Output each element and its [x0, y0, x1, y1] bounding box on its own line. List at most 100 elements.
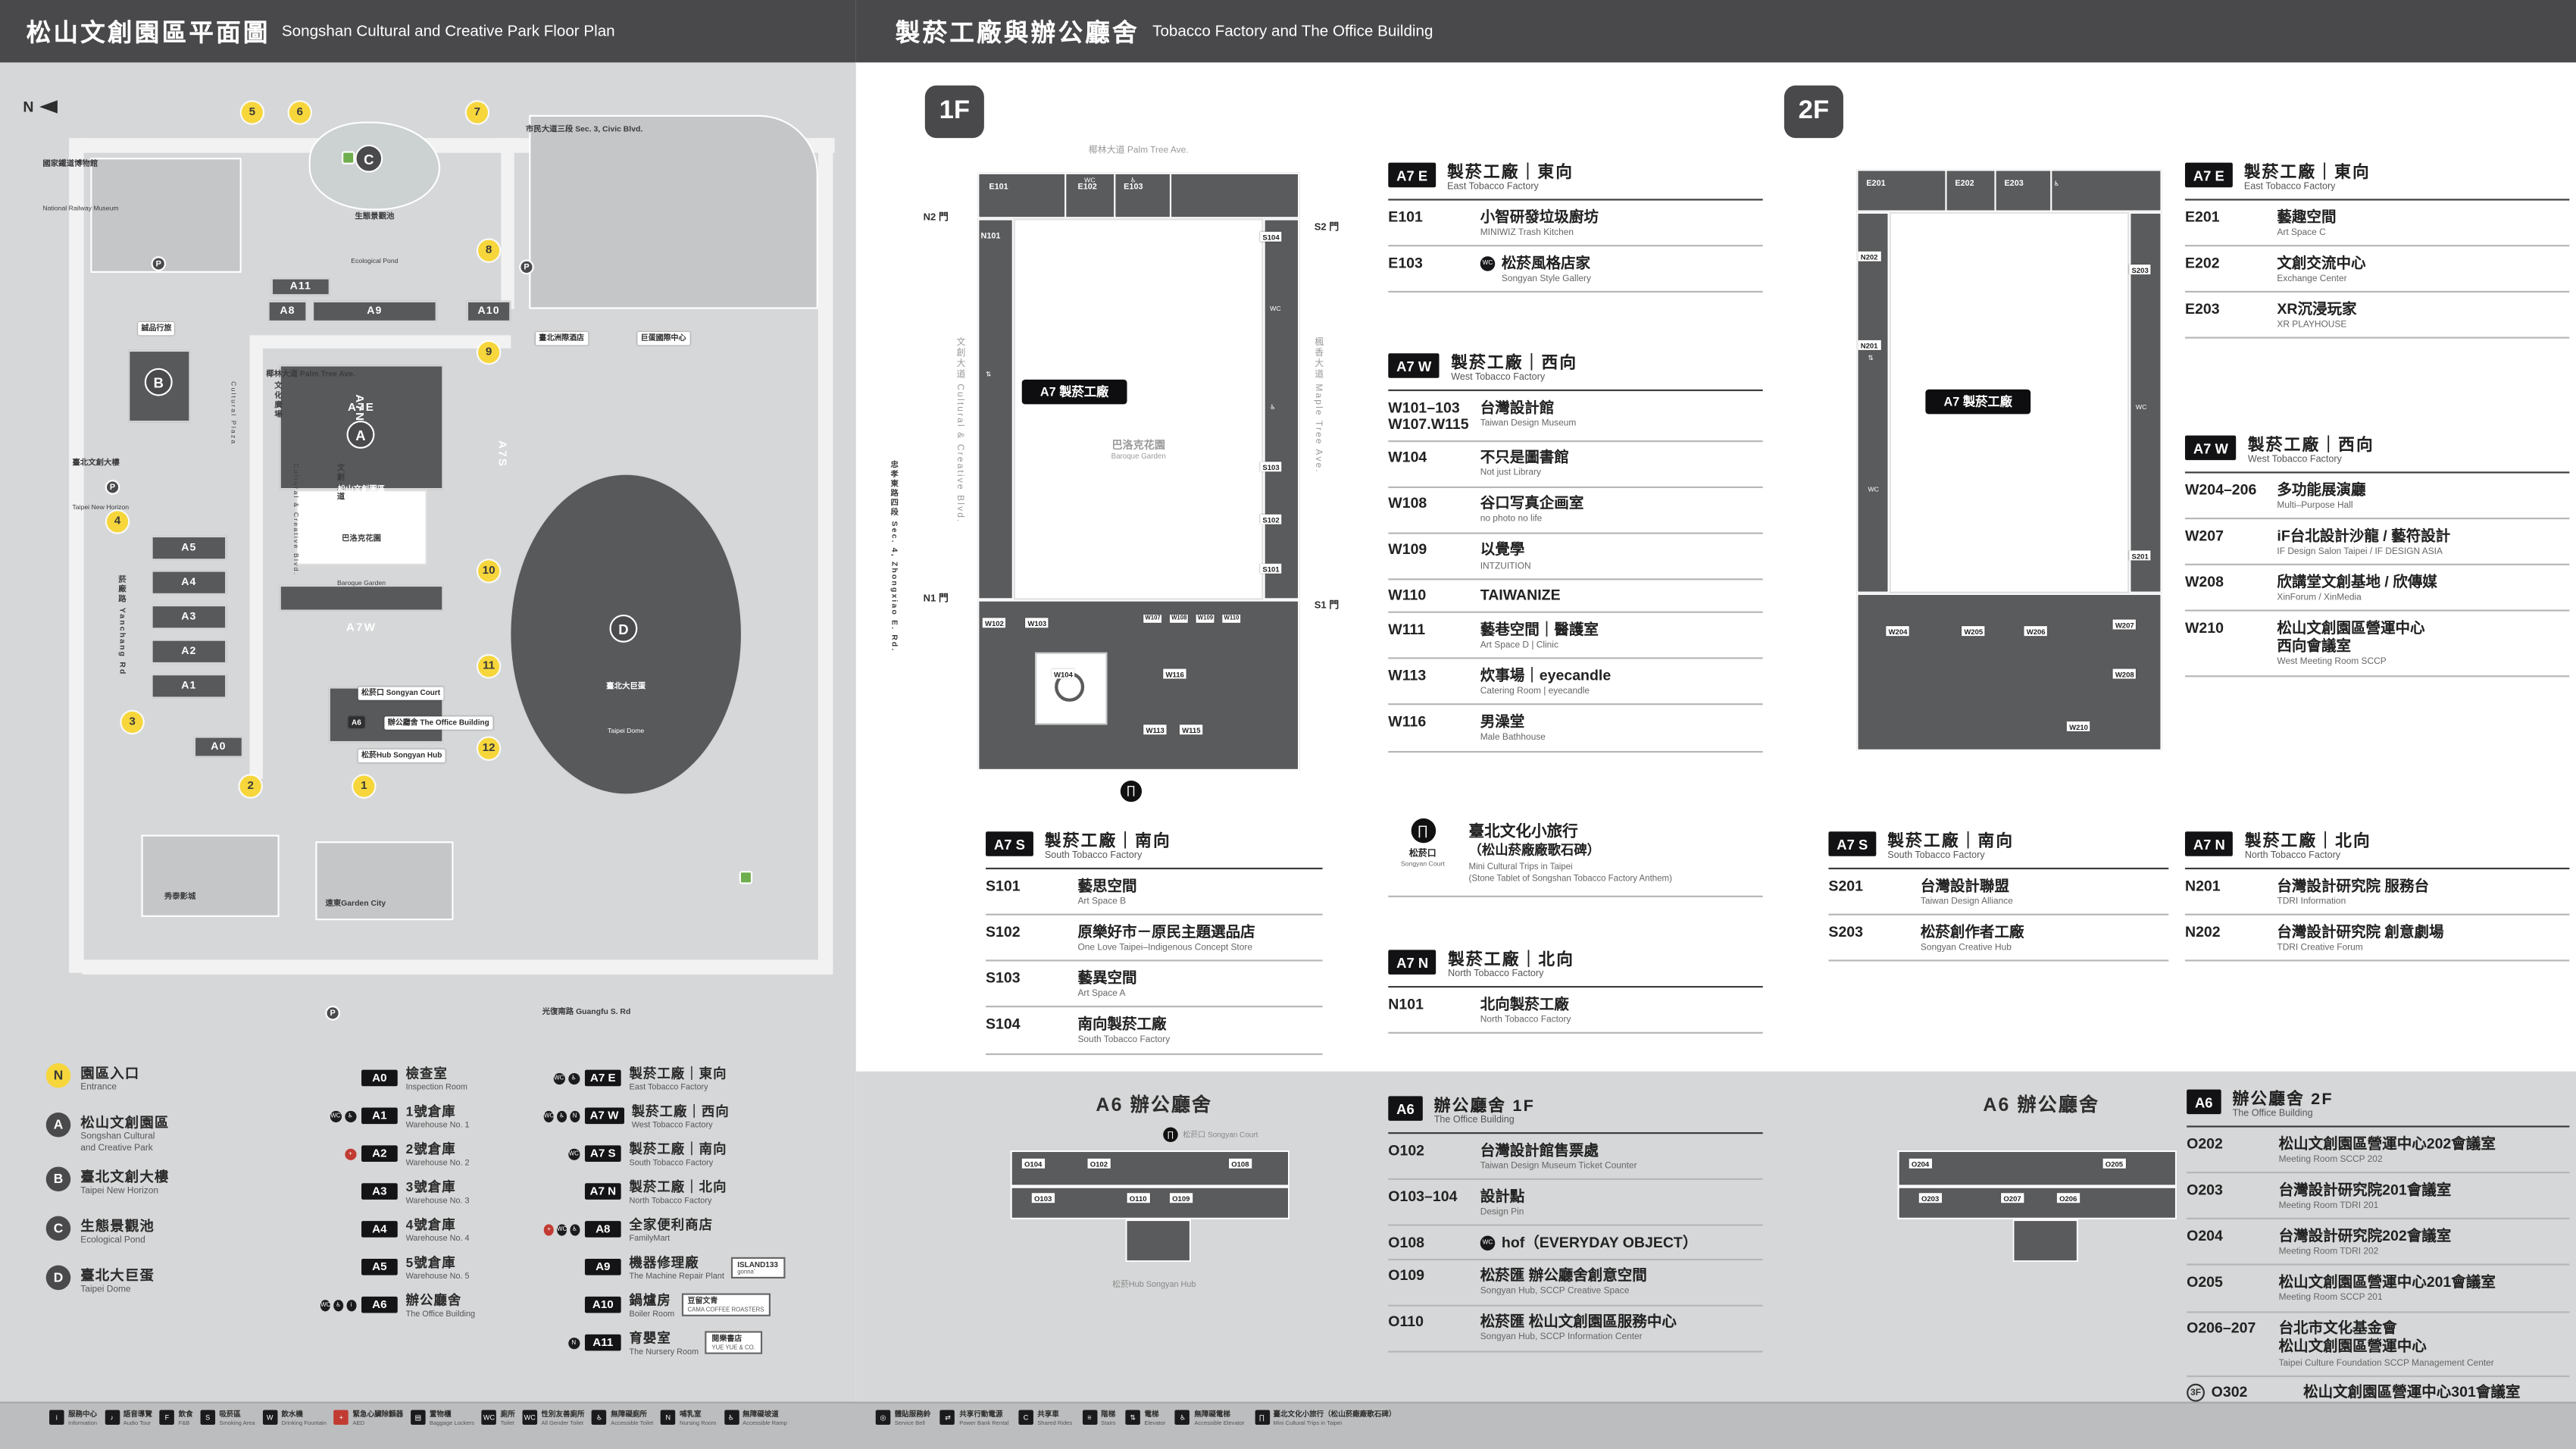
numbered-gate-pin: 5	[241, 102, 263, 124]
room-name-en: Meeting Room SCCP 202	[2278, 1154, 2383, 1165]
room-name: 藝思空間 Art Space B	[1077, 877, 1322, 908]
legend-building-row: A3 3號倉庫 Warehouse No. 3	[320, 1178, 475, 1206]
amenity-item: ♿ 無障礙坡道 Accessible Ramp	[724, 1410, 787, 1426]
room-label: O102	[1087, 1158, 1111, 1169]
amenity-icon: ≡	[1082, 1410, 1097, 1426]
room-code: E101	[1388, 208, 1423, 224]
building-name: 辦公廳舍 The Office Building	[406, 1291, 475, 1319]
amenity-icon: N	[569, 1109, 580, 1123]
room-name-zh: XR沉浸玩家	[2277, 300, 2357, 317]
amenity-item: ≡ 階梯 Stairs	[1082, 1410, 1116, 1426]
map-text-label: 國家鐵道博物館 National Railway Museum	[42, 128, 118, 245]
map-label-zh: A7W	[345, 622, 377, 635]
room-name-en: Art Space B	[1077, 897, 1127, 907]
amenity-label: 無障礙電梯 Accessible Elevator	[1194, 1410, 1244, 1426]
map-building: A9	[311, 300, 437, 323]
building-code-chip: A11	[584, 1335, 621, 1351]
amenity-label: 共享車 Shared Rides	[1037, 1410, 1072, 1426]
room-rows: S101 藝思空間 Art Space B S102 原樂好市－原民主題選品店 …	[986, 869, 1323, 1055]
amenity-item: ⇄ 共享行動電源 Power Bank Rental	[940, 1410, 1008, 1426]
legend-area-text: 松山文創園區 Songshan Cultural and Creative Pa…	[80, 1113, 169, 1155]
amenity-label-en: Toilet	[500, 1419, 514, 1427]
room-rows: W204–206 多功能展演廳 Multi–Purpose Hall W207 …	[2184, 473, 2570, 677]
map-label-en: Ecological Pond	[351, 256, 399, 265]
amenities-bar: i 服務中心 Information ♪ 語音導覽 Audio Tour F	[0, 1401, 2576, 1449]
room-label: W108	[1169, 614, 1189, 623]
section-title: 製菸工廠｜西向 West Tobacco Factory	[2248, 430, 2374, 465]
building-name: 製菸工廠｜東向 East Tobacco Factory	[629, 1064, 727, 1092]
songyan-court-en: Songyan Court	[1400, 859, 1445, 868]
map-label-zh: 生態景觀池	[355, 213, 395, 222]
building-code-chip: A9	[584, 1259, 621, 1276]
room-code: S101	[986, 876, 1021, 893]
section-title-en: East Tobacco Factory	[2243, 182, 2336, 192]
letter-area-pin: C	[355, 144, 383, 173]
building-name-en: East Tobacco Factory	[629, 1082, 708, 1093]
map-text-label: 臺北大巨蛋 Taipei Dome	[568, 651, 683, 768]
room-code: S102	[986, 922, 1021, 940]
room-label: W107	[1143, 614, 1162, 623]
room-name-zh: 台灣設計研究院201會議室	[2278, 1181, 2452, 1197]
amenity-item: WC 性別友善廁所 All Gender Toilet	[522, 1410, 585, 1426]
room-label: W116	[1163, 668, 1187, 679]
map-text-label: 遠東Garden City	[325, 868, 386, 976]
room-name-en: Art Space D | Clinic	[1480, 640, 1558, 651]
wall-divider	[1064, 172, 1066, 219]
amenity-label: 廁所 Toilet	[501, 1410, 515, 1426]
map-poi-label: 松菸口 Songyan Court	[358, 687, 444, 700]
building-name-zh: 鍋爐房	[629, 1292, 671, 1308]
section-title-zh: 製菸工廠｜西向	[1451, 355, 1578, 374]
building-name-zh: 製菸工廠｜西向	[631, 1103, 730, 1119]
map-text-label: 光復南路 Guangfu S. Rd	[542, 976, 631, 1084]
section-code-chip: A7 N	[2184, 831, 2234, 856]
building-name-zh: 檢查室	[405, 1066, 448, 1081]
room-name-en: XinForum / XinMedia	[2277, 593, 2362, 603]
room-name: 台灣設計研究院 創意劇場 TDRI Creative Forum	[2277, 923, 2569, 954]
amenity-label: 體貼服務鈴 Service Bell	[895, 1410, 931, 1426]
amenity-label-zh: 無障礙廁所	[611, 1410, 647, 1419]
letter-area-pin: A	[346, 421, 375, 449]
courtyard	[1013, 218, 1264, 600]
a6-plan-title: A6 辦公廳舍	[1983, 1096, 2100, 1116]
legend-building-row: A10 鍋爐房 Boiler Room 豆留文青 CAMA COFFEE ROA…	[544, 1291, 785, 1319]
amenity-icon: +	[344, 1147, 357, 1160]
amenity-icon: ∏	[1254, 1410, 1270, 1426]
room-label: E201	[1866, 179, 1886, 189]
section-title-en: The Office Building	[1433, 1116, 1515, 1126]
map-text-label: A7N	[284, 394, 397, 422]
amenity-label-zh: 服務中心	[67, 1410, 98, 1419]
room-name-en: INTZUITION	[1480, 561, 1531, 571]
room-code: N202	[2184, 922, 2221, 940]
wall-divider	[2050, 169, 2052, 212]
legend-area-zh: 臺北文創大樓	[80, 1168, 170, 1185]
north-wing	[977, 218, 1014, 600]
map-building-label: A10	[477, 305, 500, 318]
amenity-label-en: Power Bank Rental	[959, 1419, 1009, 1427]
map-building-label: A9	[367, 305, 383, 318]
building-name-en: Warehouse No. 3	[405, 1195, 470, 1206]
map-label-en: Songshan Cultural and Creative Park	[327, 529, 395, 546]
room-code: W101–103 W107.W115	[1388, 398, 1469, 433]
map-text-label: 巴洛克花園 Baroque Garden	[299, 503, 424, 620]
room-code: W210	[2184, 619, 2224, 636]
amenity-icon: i	[49, 1410, 64, 1426]
map-label-zh: 文化廣場	[272, 381, 281, 420]
room-name: 谷口写真企画室 no photo no life	[1480, 495, 1763, 526]
section-code-chip: A7 W	[2184, 435, 2237, 461]
room-name-en: Catering Room | eyecandle	[1480, 687, 1590, 697]
building-code-chip: A2	[361, 1145, 398, 1163]
room-label: W113	[1143, 724, 1168, 735]
map-label-zh: 國家鐵道博物館	[42, 161, 98, 170]
amenity-label-en: Drinking Fountain	[281, 1419, 327, 1427]
room-rows: N101 北向製菸工廠 North Tobacco Factory	[1388, 987, 1763, 1034]
legend-areas-column: N 園區入口 Entrance A 松山文創園區 Songshan Cultur…	[45, 1062, 170, 1314]
right-header: 製菸工廠與辦公廳舍 Tobacco Factory and The Office…	[855, 0, 2576, 63]
room-name-zh: 以覺學	[1480, 541, 1525, 558]
room-name: 藝異空間 Art Space A	[1077, 969, 1322, 1000]
building-name-en: North Tobacco Factory	[629, 1195, 712, 1206]
amenity-icon: ♿	[556, 1109, 567, 1123]
amenity-label: 電梯 Elevator	[1145, 1410, 1166, 1426]
amenity-label-en: Nursing Room	[679, 1419, 717, 1427]
room-name: 台灣設計館 Taiwan Design Museum	[1480, 399, 1763, 430]
room-rows: W101–103 W107.W115 台灣設計館 Taiwan Design M…	[1388, 391, 1763, 753]
